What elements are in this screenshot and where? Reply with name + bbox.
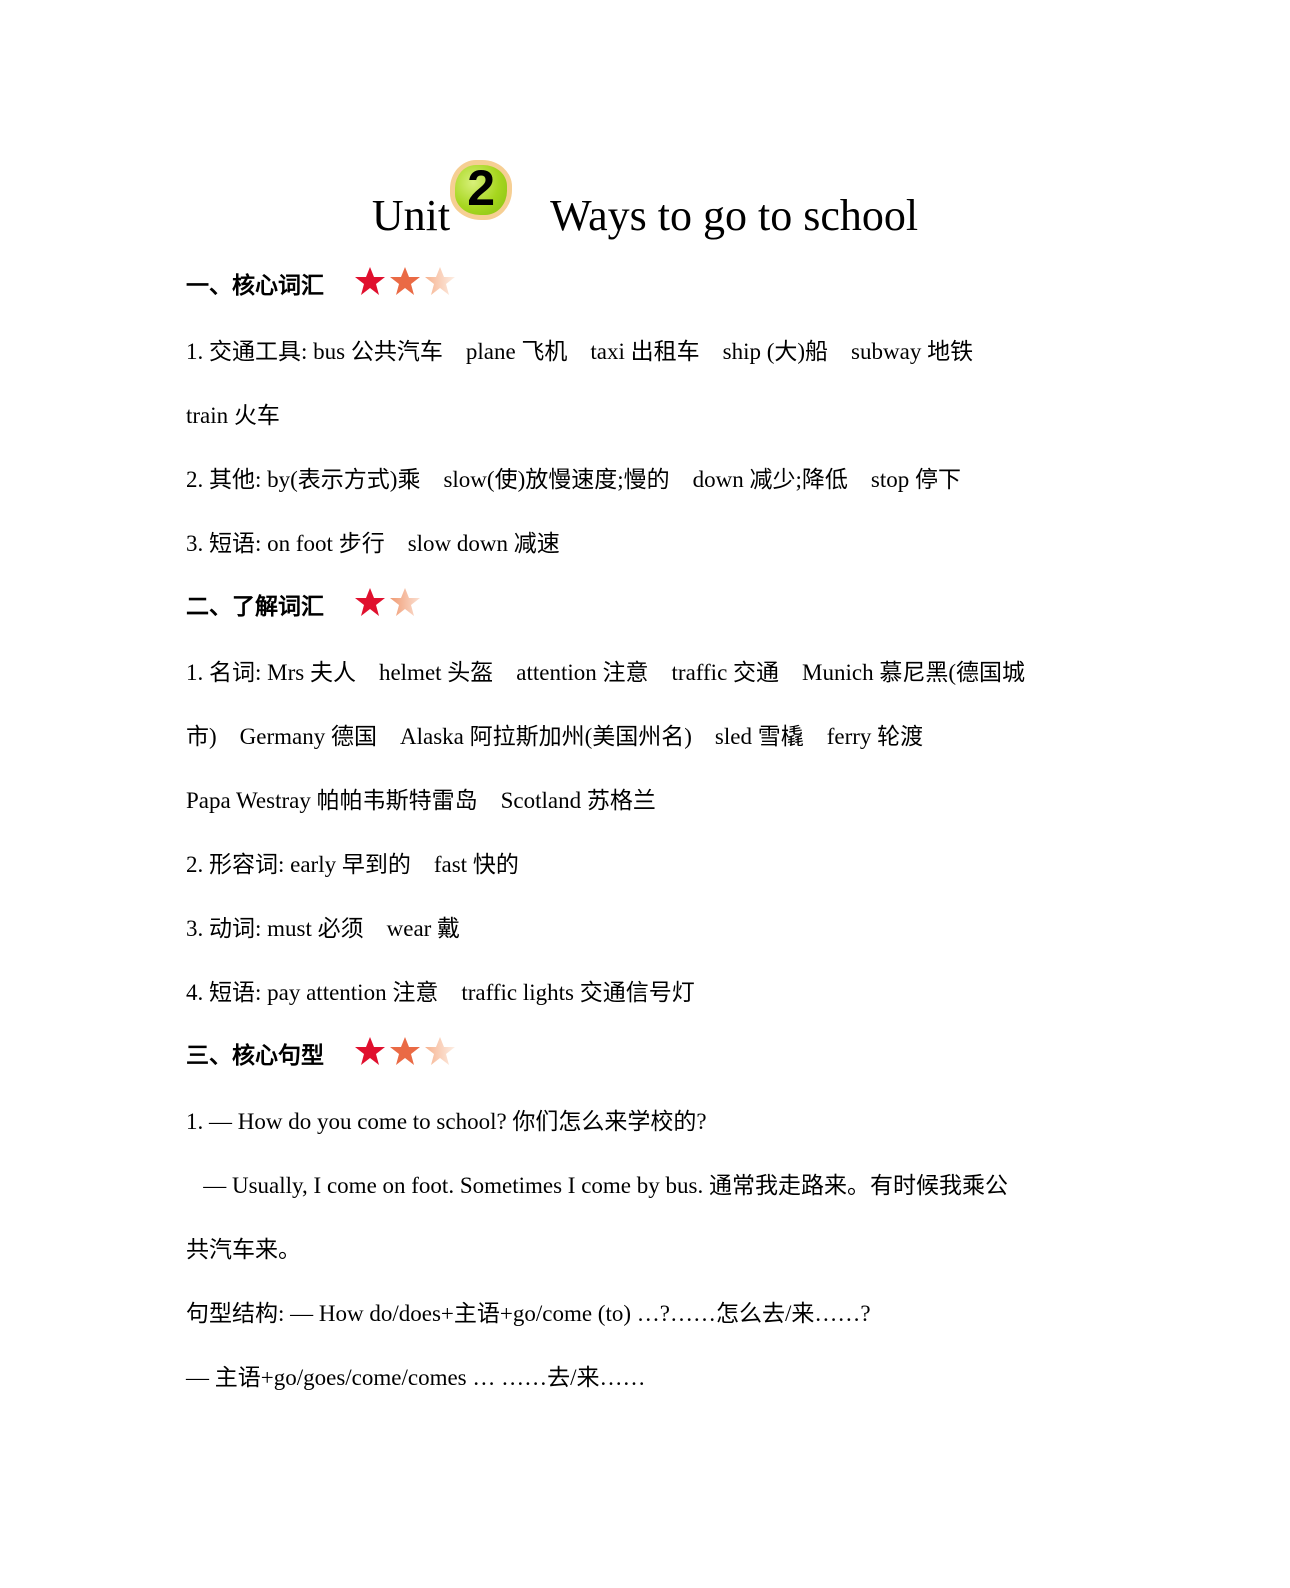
star-icon <box>390 1037 421 1065</box>
vocab-line: 4. 短语: pay attention 注意 traffic lights 交… <box>186 980 695 1005</box>
section-heading-text: 一、核心词汇 <box>186 273 324 299</box>
title-unit-label: Unit <box>371 191 451 240</box>
star-icon <box>355 267 386 295</box>
section-heading-extended-vocabulary: 二、了解词汇 <box>186 587 424 627</box>
sentence-pattern-line: — 主语+go/goes/come/comes … ……去/来…… <box>186 1365 646 1390</box>
vocab-line: 3. 短语: on foot 步行 slow down 减速 <box>186 531 560 556</box>
section-heading-core-vocabulary: 一、核心词汇 <box>186 266 459 306</box>
section-heading-core-sentences: 三、核心句型 <box>186 1036 459 1076</box>
vocab-line: Papa Westray 帕帕韦斯特雷岛 Scotland 苏格兰 <box>186 788 656 813</box>
sentence-line: 共汽车来。 <box>186 1237 301 1262</box>
vocab-line: 3. 动词: must 必须 wear 戴 <box>186 916 461 941</box>
star-icon <box>425 267 456 295</box>
section-heading-text: 二、了解词汇 <box>186 594 324 620</box>
difficulty-stars <box>354 266 459 309</box>
sentence-line: — Usually, I come on foot. Sometimes I c… <box>186 1173 1008 1198</box>
unit-number-badge: 2 <box>450 160 513 220</box>
vocab-line: 市) Germany 德国 Alaska 阿拉斯加州(美国州名) sled 雪橇… <box>186 724 924 749</box>
star-icon <box>390 588 421 616</box>
sentence-line: 1. — How do you come to school? 你们怎么来学校的… <box>186 1109 707 1134</box>
star-icon <box>425 1037 456 1065</box>
star-icon <box>390 267 421 295</box>
star-icon <box>355 1037 386 1065</box>
title-subtitle: Ways to go to school <box>550 191 919 240</box>
difficulty-stars <box>354 1036 459 1079</box>
badge-inner-shape <box>455 165 508 215</box>
sentence-pattern-line: 句型结构: — How do/does+主语+go/come (to) …?……… <box>186 1301 871 1326</box>
difficulty-stars <box>354 587 424 630</box>
vocab-line: 1. 名词: Mrs 夫人 helmet 头盔 attention 注意 tra… <box>186 660 1025 685</box>
vocab-line: 1. 交通工具: bus 公共汽车 plane 飞机 taxi 出租车 ship… <box>186 339 974 364</box>
vocab-line: 2. 形容词: early 早到的 fast 快的 <box>186 852 519 877</box>
star-icon <box>355 588 386 616</box>
unit-number: 2 <box>467 160 496 216</box>
section-heading-text: 三、核心句型 <box>186 1043 324 1069</box>
vocab-line: train 火车 <box>186 403 280 428</box>
vocab-line: 2. 其他: by(表示方式)乘 slow(使)放慢速度;慢的 down 减少;… <box>186 467 961 492</box>
